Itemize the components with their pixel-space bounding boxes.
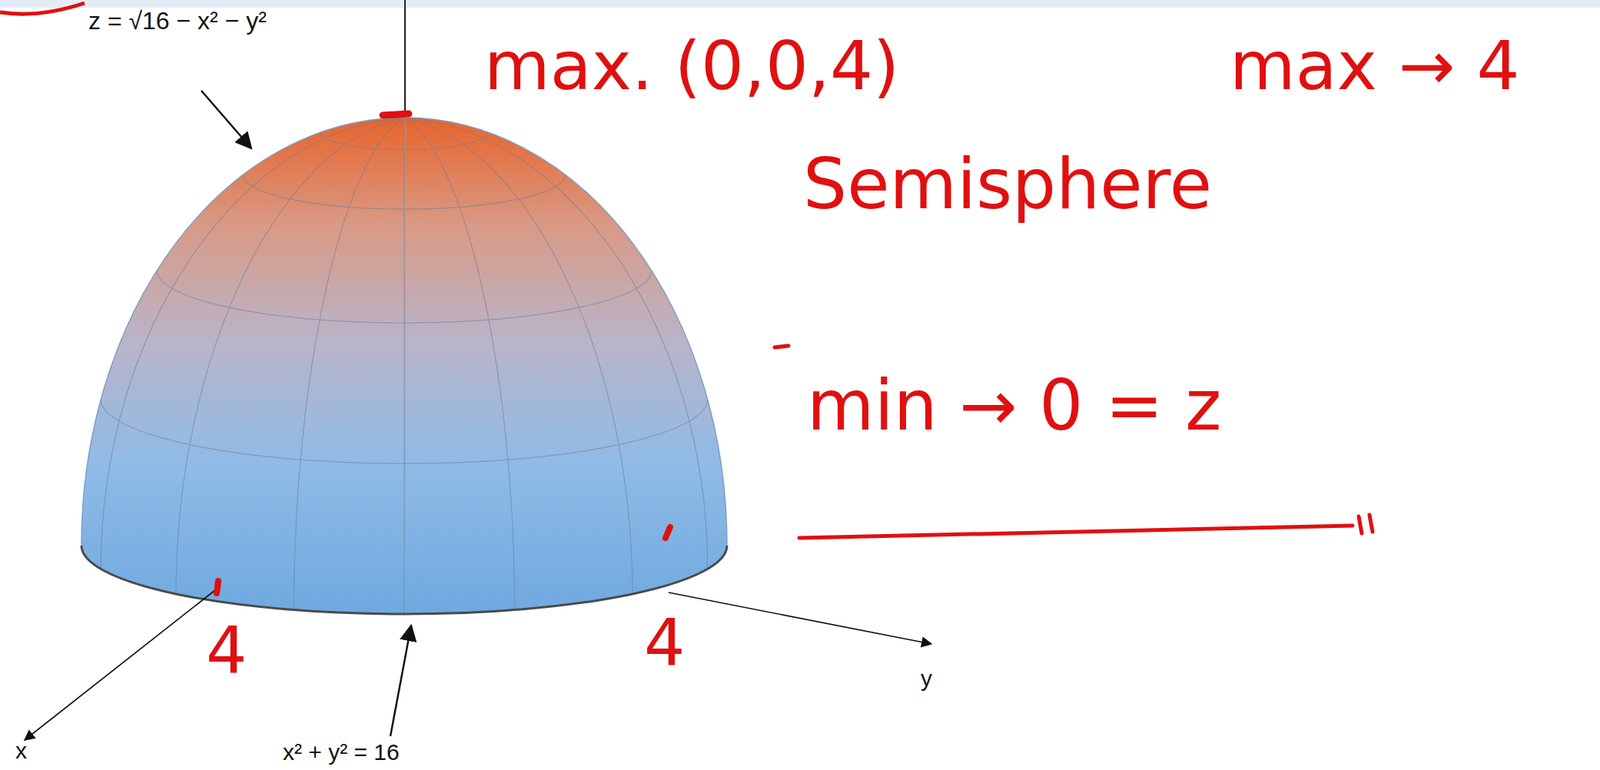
z-axis — [404, 0, 406, 118]
y-axis — [668, 592, 932, 644]
x-axis — [24, 587, 220, 741]
red-tick — [665, 527, 671, 538]
leader-arrow — [390, 625, 412, 737]
red-tick — [216, 580, 219, 594]
top-band — [0, 0, 1600, 8]
red-mark — [0, 3, 85, 14]
dome — [81, 117, 727, 615]
max-value-note: max → 4 — [1229, 29, 1520, 104]
surface-equation: z = √16 − x² − y² — [88, 7, 267, 35]
base-equation: x² + y² = 16 — [282, 739, 400, 765]
red-end-mark — [1358, 514, 1373, 534]
meridian — [404, 117, 633, 595]
leader-arrow — [201, 90, 252, 149]
shape-note: Semisphere — [803, 146, 1212, 223]
red-underline — [799, 525, 1353, 538]
axis-label: x — [15, 737, 27, 764]
meridian — [293, 117, 405, 611]
red-dash — [774, 345, 789, 348]
radius-mark: 4 — [643, 607, 685, 678]
meridian — [100, 117, 405, 569]
mesh — [100, 117, 708, 615]
meridian — [403, 117, 405, 615]
meridian — [175, 117, 405, 595]
axis-label: y — [920, 665, 933, 691]
meridian — [404, 117, 515, 611]
base-rim — [81, 545, 727, 615]
min-value-note: min → 0 = z — [806, 367, 1222, 444]
meridian — [404, 117, 708, 569]
max-point-note: max. (0,0,4) — [484, 29, 900, 104]
radius-mark: 4 — [205, 614, 247, 686]
red-tick — [382, 113, 409, 116]
red-annotations — [216, 113, 1373, 594]
